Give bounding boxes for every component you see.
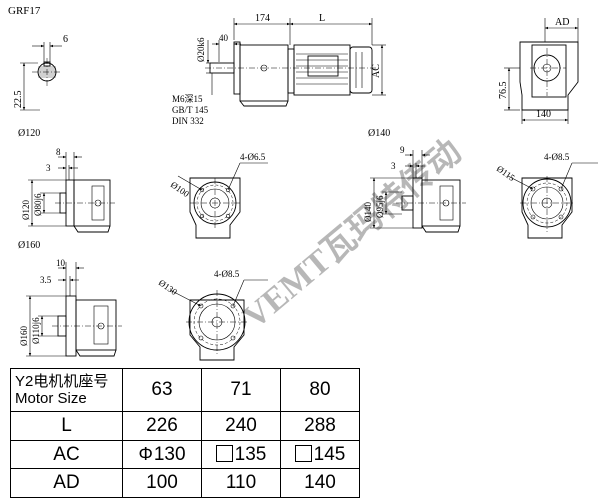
motor-spec-table: Y2电机机座号 Motor Size 63 71 80 L 226 240 28…	[10, 367, 360, 498]
flange-140-label: Ø140	[368, 128, 390, 139]
flange-120-dim-b: 3	[46, 163, 51, 173]
flange-140-front: 4-Ø8.5 Ø115	[495, 152, 598, 239]
end-height-dim: 76.5	[498, 82, 509, 100]
cell-ac-71: 135	[201, 439, 281, 470]
ad-dim: AD	[555, 17, 569, 28]
row-label-ac: AC	[10, 439, 123, 470]
phi-symbol: Φ	[138, 443, 153, 464]
flange-120-outer-dim: Ø120	[21, 200, 31, 220]
side-view: 174 L 40 Ø20k6	[172, 13, 386, 126]
ac-71-value: 135	[234, 443, 267, 465]
flange-140-dim-b: 3	[391, 161, 396, 171]
table-row: AC Φ130 135 145	[10, 439, 360, 470]
cell-ad-80: 140	[280, 468, 360, 498]
ac-63-value: 130	[153, 443, 186, 465]
flange-160-side: Ø160 10 3.5 Ø160 Ø110j6	[18, 240, 122, 357]
flange-140-spigot-dim: Ø95j6	[375, 195, 385, 218]
ac-dim: AC	[371, 64, 382, 78]
cell-ac-80: 145	[280, 439, 360, 470]
size-63: 63	[122, 367, 202, 413]
cell-l-71: 240	[201, 411, 281, 441]
cell-l-80: 288	[280, 411, 360, 441]
key-width-dim: 6	[63, 34, 68, 45]
technical-drawing: VEMT瓦玛特传动 GRF17 6 22.5 174 L 40	[8, 5, 598, 361]
cell-l-63: 226	[122, 411, 202, 441]
flange-160-dim-b: 3.5	[40, 275, 52, 285]
flange-120-spigot-dim: Ø80j6	[33, 193, 43, 216]
flange-120-holes: 4-Ø6.5	[240, 152, 266, 162]
standard-din: DIN 332	[172, 116, 204, 126]
shaft-section: 6 22.5	[13, 34, 68, 111]
table-row: L 226 240 288	[10, 411, 360, 441]
flange-160-holes: 4-Ø8.5	[214, 269, 240, 279]
square-symbol-icon	[294, 444, 312, 462]
flange-160-dim-a: 10	[56, 258, 66, 268]
flange-140-dim-a: 9	[400, 145, 405, 155]
flange-dim-174: 174	[255, 13, 270, 24]
flange-120-side: Ø120 8 3 Ø120 Ø80j6	[18, 128, 115, 233]
flange-140-side: Ø140 9 3 Ø140 Ø95j6	[363, 128, 466, 233]
cell-ac-63: Φ130	[122, 439, 202, 470]
length-dim-L: L	[319, 13, 325, 24]
table-row: AD 100 110 140	[10, 468, 360, 498]
end-width-dim: 140	[536, 109, 551, 120]
shaft-dia-dim: Ø20k6	[196, 37, 206, 62]
flange-140-pcd: Ø115	[495, 163, 517, 183]
thread-note: M6深15	[172, 94, 203, 104]
flange-160-outer-dim: Ø160	[19, 326, 29, 346]
flange-120-front: 4-Ø6.5 Ø100	[169, 152, 268, 239]
header-en: Motor Size	[15, 390, 87, 408]
row-label-ad: AD	[10, 468, 123, 498]
shaft-len-dim: 40	[219, 33, 229, 43]
cell-ad-71: 110	[201, 468, 281, 498]
flange-160-pcd: Ø130	[157, 277, 180, 297]
section-height-dim: 22.5	[13, 91, 24, 109]
size-80: 80	[280, 367, 360, 413]
size-71: 71	[201, 367, 281, 413]
model-label: GRF17	[8, 5, 41, 17]
flange-160-label: Ø160	[18, 240, 40, 251]
square-symbol-icon	[215, 444, 233, 462]
table-header-row: Y2电机机座号 Motor Size 63 71 80	[10, 367, 360, 413]
ac-80-value: 145	[313, 443, 346, 465]
flange-140-holes: 4-Ø8.5	[544, 152, 570, 162]
row-label-l: L	[10, 411, 123, 441]
cell-ad-63: 100	[122, 468, 202, 498]
flange-120-dim-a: 8	[56, 147, 61, 157]
flange-120-pcd: Ø100	[169, 179, 192, 199]
end-view: AD 76.5 140	[498, 17, 579, 124]
flange-140-outer-dim: Ø140	[363, 202, 373, 222]
flange-120-label: Ø120	[18, 128, 40, 139]
watermark: VEMT瓦玛特传动	[236, 132, 469, 336]
header-cn: Y2电机机座号	[15, 373, 109, 391]
standard-gb: GB/T 145	[172, 105, 209, 115]
header-cell: Y2电机机座号 Motor Size	[10, 367, 123, 413]
flange-160-spigot-dim: Ø110j6	[31, 317, 41, 344]
